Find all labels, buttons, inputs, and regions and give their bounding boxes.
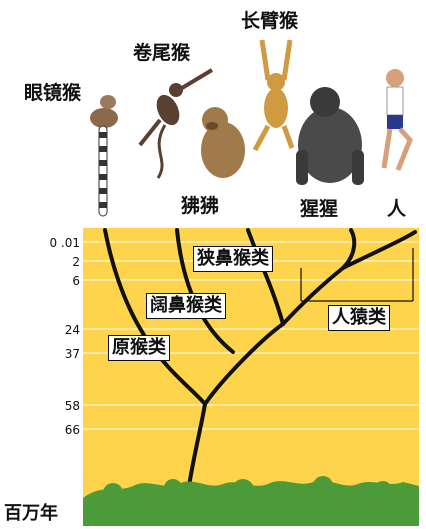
label-human: 人 — [387, 198, 407, 220]
tick-2: 6 — [72, 274, 80, 288]
baboon-illustration — [201, 107, 245, 178]
tarsier-illustration — [90, 95, 118, 217]
label-capuchin: 卷尾猴 — [133, 42, 191, 64]
phylogeny-tree — [83, 228, 419, 526]
label-gorilla: 猩猩 — [300, 198, 339, 220]
tick-5: 58 — [64, 399, 80, 413]
apes-bracket — [300, 248, 414, 302]
label-apes: 人猿类 — [328, 305, 390, 331]
time-unit-label: 百万年 — [4, 503, 58, 524]
label-old-world-monkeys: 狭鼻猴类 — [193, 246, 273, 272]
label-tarsier: 眼镜猴 — [24, 82, 82, 104]
label-new-world-monkeys: 阔鼻猴类 — [146, 293, 226, 319]
human-illustration — [381, 69, 413, 171]
primate-illustrations — [90, 39, 413, 217]
gorilla-illustration — [296, 87, 364, 185]
tick-1: 2 — [72, 255, 80, 269]
label-gibbon: 长臂猴 — [241, 10, 299, 32]
capuchin-illustration — [138, 68, 214, 179]
tick-3: 24 — [64, 323, 80, 337]
label-prosimians: 原猴类 — [108, 335, 170, 361]
label-baboon: 狒狒 — [181, 195, 220, 217]
gibbon-illustration — [252, 39, 295, 152]
tick-4: 37 — [64, 347, 80, 361]
tick-6: 66 — [64, 423, 80, 437]
tick-0: 0 .01 — [49, 236, 80, 250]
foliage — [83, 476, 419, 526]
phylogeny-panel — [83, 228, 419, 526]
